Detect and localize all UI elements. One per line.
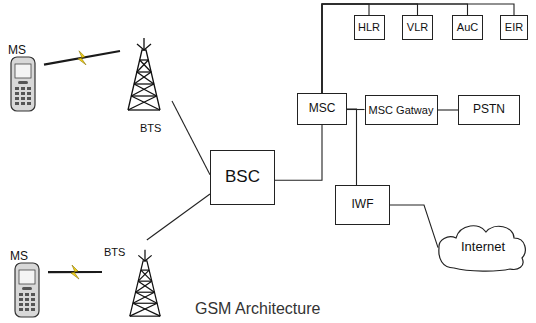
node-label: MS	[10, 250, 28, 263]
node-label: BTS	[140, 122, 161, 134]
interworking-box: IWF	[335, 185, 390, 225]
node-label: VLR	[407, 21, 428, 33]
register-box: EIR	[500, 15, 528, 40]
controller-box: BSC	[210, 150, 275, 205]
node-label: AuC	[457, 21, 478, 33]
base-station: BTS	[102, 240, 166, 320]
tower-icon	[124, 36, 164, 112]
link-line	[147, 194, 210, 240]
switching-box: MSC	[297, 93, 347, 125]
radio-link	[44, 51, 120, 65]
link-line	[172, 101, 210, 175]
register-box: AuC	[452, 15, 483, 40]
diagram-caption: GSM Architecture	[195, 300, 320, 318]
node-label: MSC Gatway	[369, 104, 434, 116]
node-label: BSC	[225, 168, 260, 187]
node-label: MSC	[309, 102, 336, 115]
node-label: Internet	[461, 240, 505, 254]
node-label: PSTN	[473, 103, 505, 116]
link-line	[322, 4, 468, 93]
node-label: HLR	[358, 21, 380, 33]
node-label: MS	[8, 44, 26, 57]
mobile-station: MS	[2, 38, 44, 114]
register-box: VLR	[402, 15, 433, 40]
node-label: EIR	[505, 21, 523, 33]
mobile-station: MS	[6, 244, 48, 320]
link-line	[322, 4, 514, 93]
link-line	[390, 205, 438, 248]
node-label: IWF	[352, 198, 374, 211]
phone-icon	[8, 55, 38, 113]
node-label: BTS	[104, 246, 125, 258]
phone-icon	[12, 261, 42, 319]
internet-cloud: Internet	[438, 218, 528, 272]
tower-icon	[126, 248, 164, 318]
link-line	[438, 110, 459, 111]
base-station: BTS	[120, 36, 172, 136]
radio-link	[48, 265, 102, 279]
register-box: HLR	[354, 15, 385, 40]
link-line	[275, 125, 322, 180]
link-line	[347, 109, 357, 185]
network-box: PSTN	[458, 95, 520, 125]
gateway-box: MSC Gatway	[365, 95, 438, 125]
